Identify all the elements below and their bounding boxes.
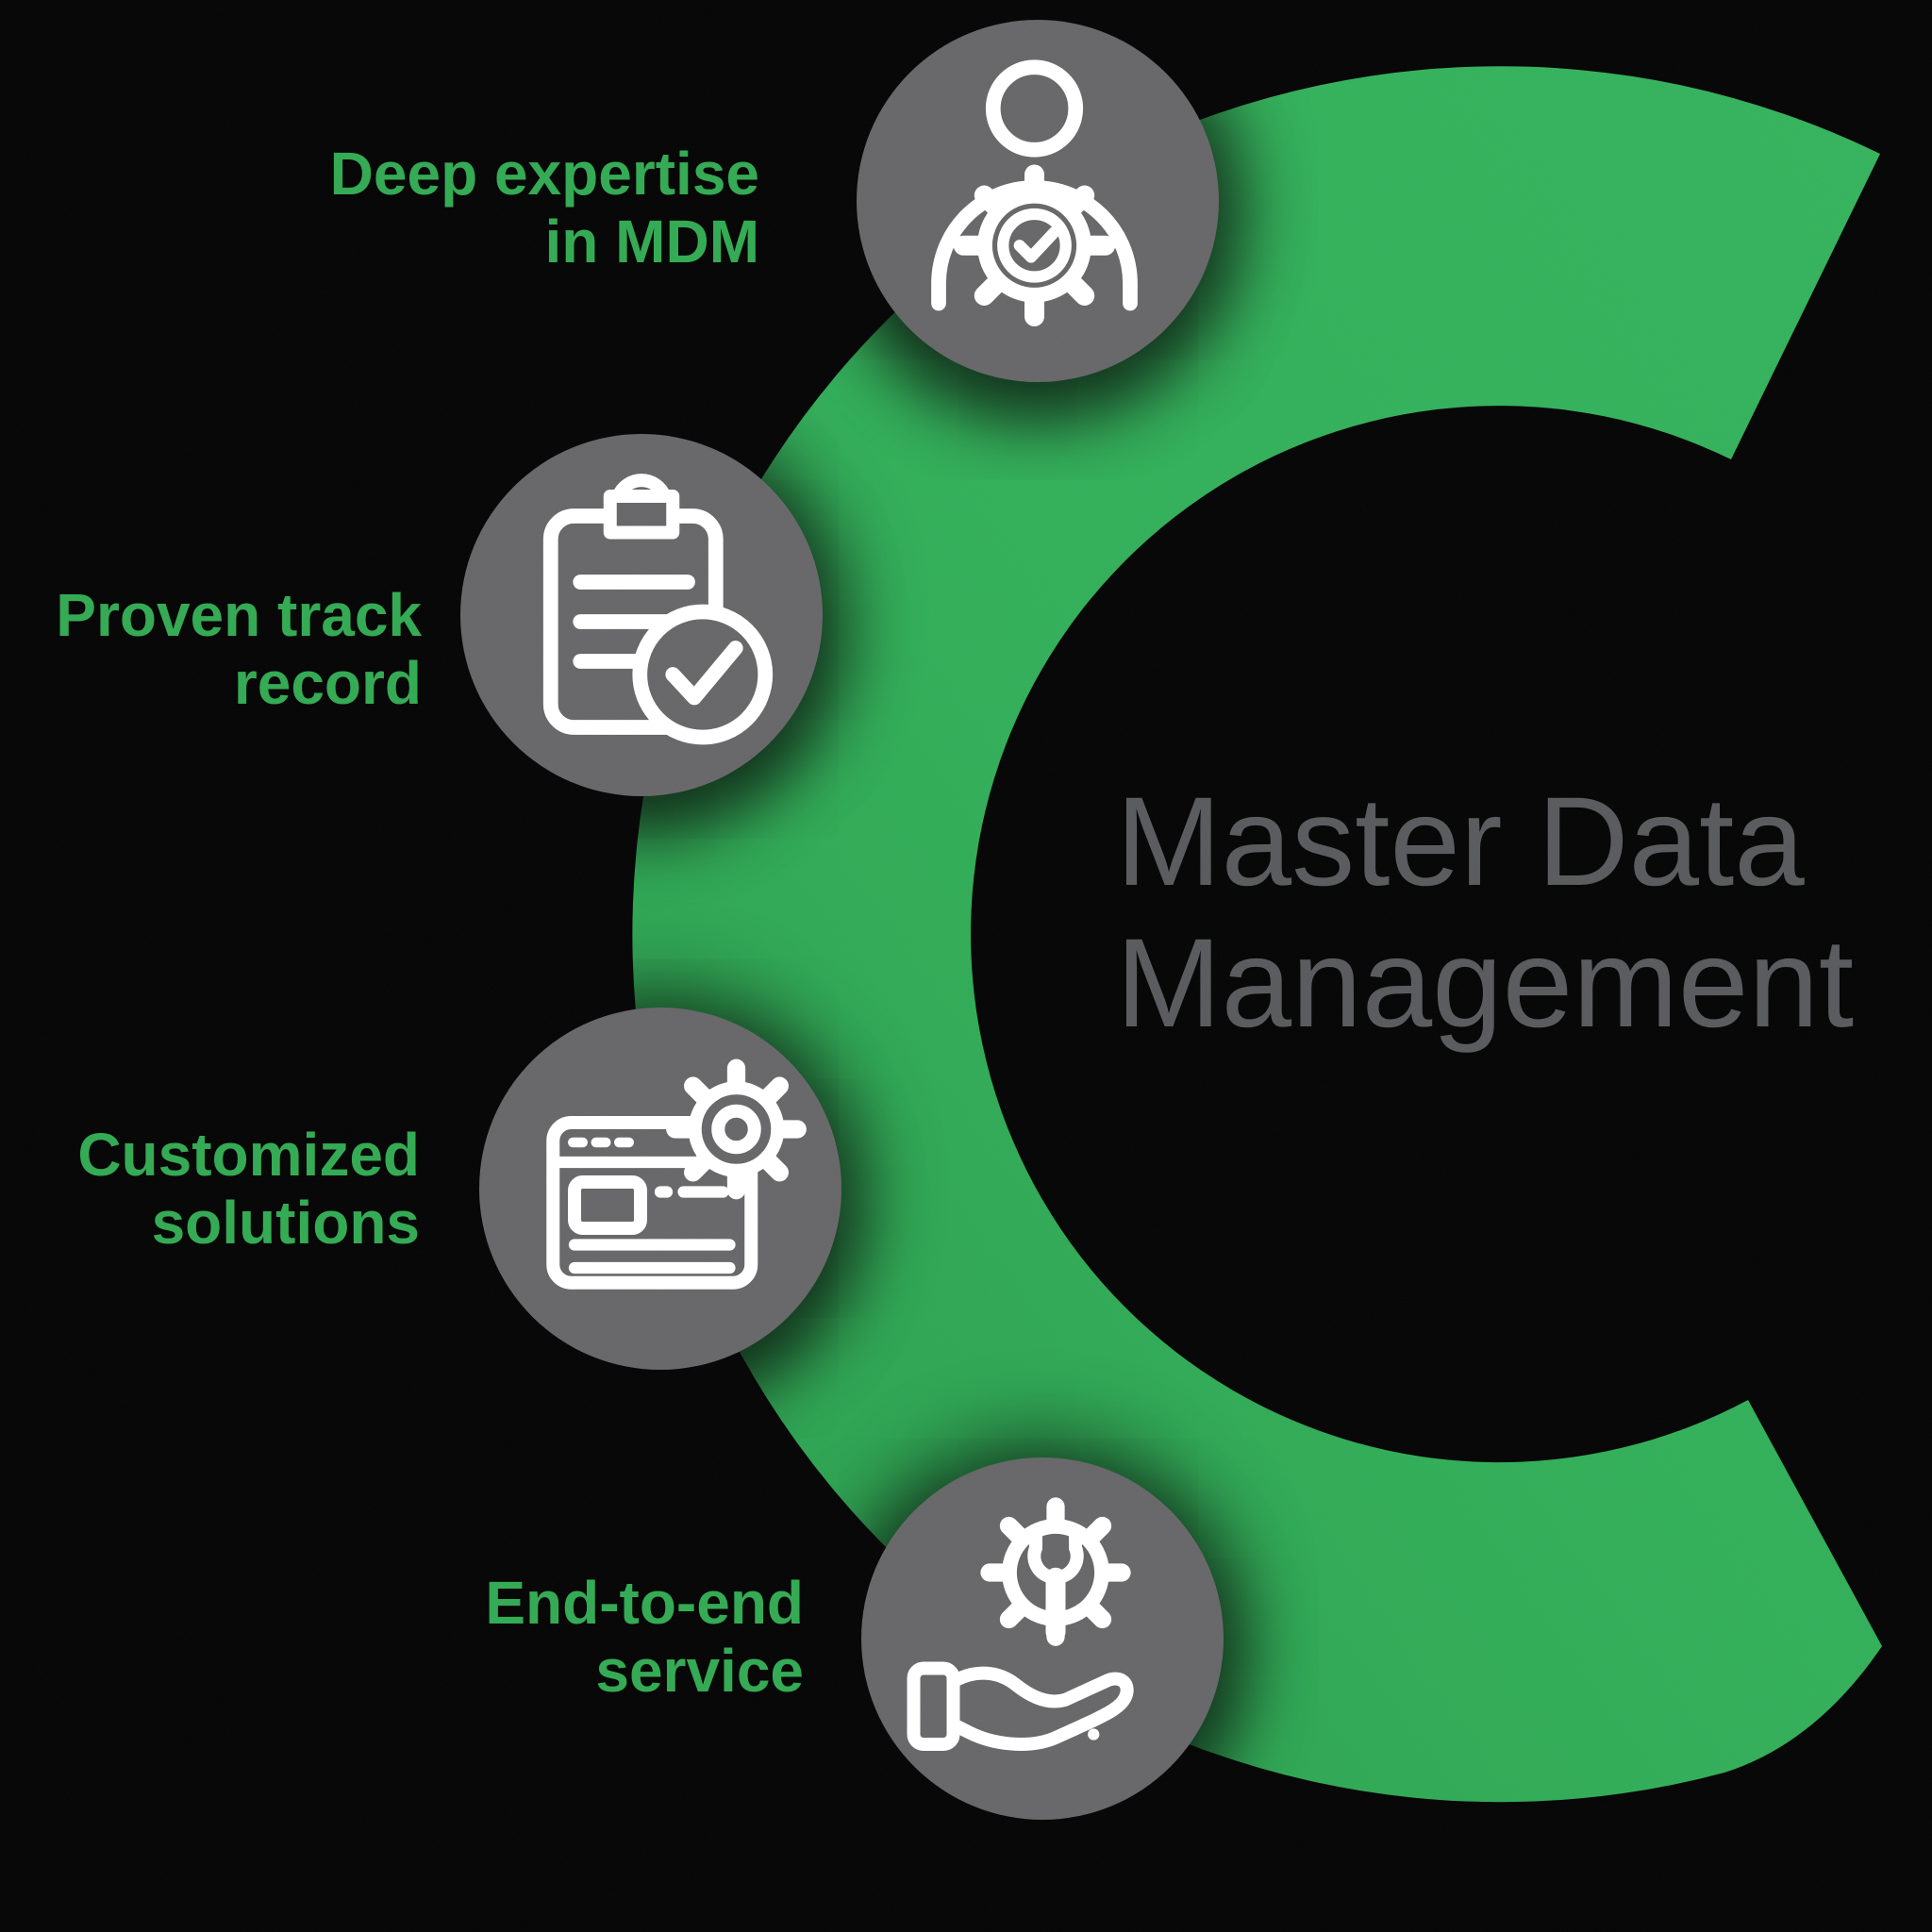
label-line: solutions [151, 1189, 420, 1257]
page-title: Master Data Management [1116, 772, 1854, 1055]
label-line: Deep expertise [329, 140, 759, 208]
label-customized-solutions: Customized solutions [77, 1121, 420, 1257]
person-gear-check-icon [931, 59, 1138, 326]
label-proven-track-record: Proven track record [56, 581, 422, 717]
label-line: in MDM [544, 208, 760, 275]
label-line: Customized [77, 1121, 420, 1189]
label-line: service [595, 1637, 804, 1705]
label-deep-expertise: Deep expertise in MDM [330, 140, 759, 275]
title-line-1: Master Data [1116, 772, 1805, 912]
title-line-2: Management [1116, 913, 1855, 1054]
label-end-to-end-service: End-to-end service [485, 1569, 804, 1705]
clipboard-check-icon [542, 474, 774, 745]
label-line: Proven track [56, 581, 422, 649]
feature-circle-deep-expertise [857, 20, 1219, 382]
label-line: End-to-end [485, 1569, 804, 1637]
feature-circle-end-to-end-service [861, 1457, 1224, 1820]
feature-circle-customized-solutions [479, 1008, 841, 1370]
feature-circle-proven-track-record [460, 434, 823, 796]
browser-gear-icon [546, 1058, 807, 1290]
label-line: record [233, 649, 422, 717]
gear-wrench-hand-icon [907, 1497, 1134, 1751]
